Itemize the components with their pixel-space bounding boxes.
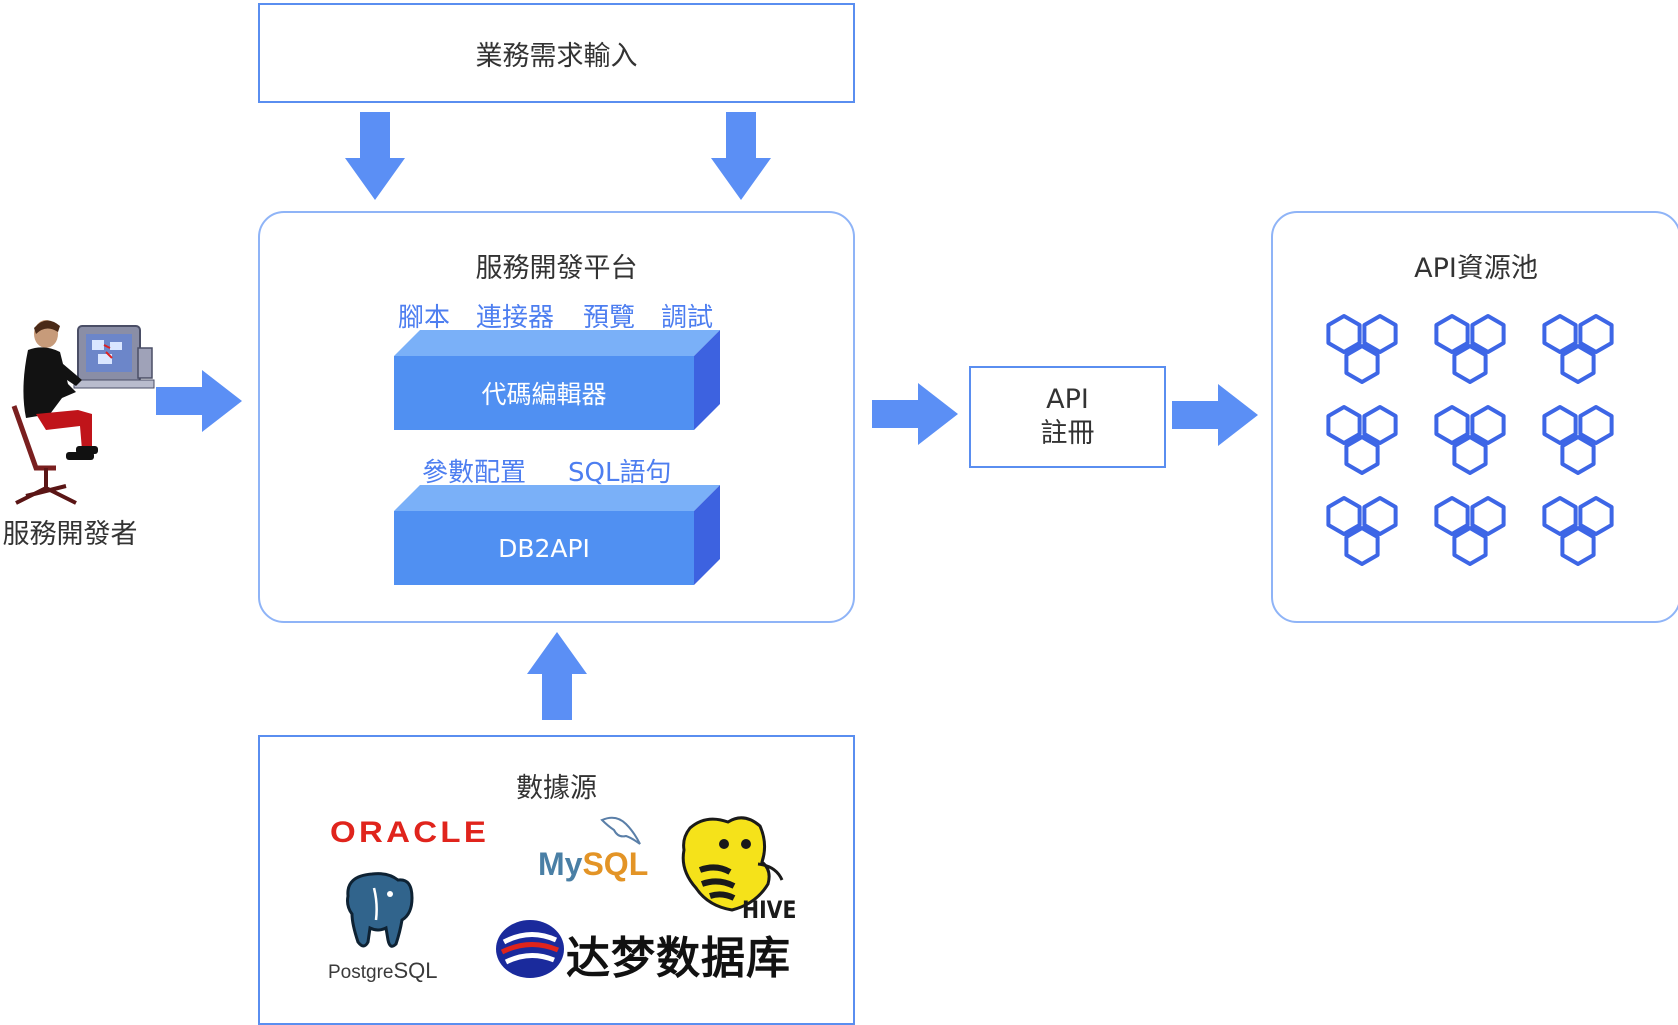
- oracle-logo: ORACLE: [330, 816, 490, 849]
- hexagon-cluster-icon: [1542, 405, 1614, 475]
- datasource-title-wrap: 數據源: [258, 766, 855, 805]
- business-input-box: 業務需求輸入: [258, 3, 855, 103]
- feature-params: 參數配置: [422, 458, 527, 488]
- api-registration-line1: API: [1046, 384, 1089, 415]
- postgresql-text-b: SQL: [393, 958, 438, 983]
- api-pool-icon-grid: [1322, 314, 1652, 584]
- platform-title: 服務開發平台: [475, 253, 638, 284]
- hexagon-cluster-icon: [1434, 496, 1506, 566]
- api-registration-line2: 註冊: [1040, 418, 1095, 449]
- api-registration-box: API 註冊: [969, 366, 1166, 468]
- dameng-logo-icon: [496, 920, 564, 978]
- hive-logo-text: HIVE: [742, 896, 797, 924]
- arrow-down-left: [345, 112, 405, 200]
- arrow-right-registration: [1172, 384, 1258, 446]
- code-editor-label: 代碼編輯器: [481, 380, 607, 409]
- feature-preview: 預覽: [583, 303, 636, 333]
- hexagon-cluster-icon: [1434, 405, 1506, 475]
- dameng-logo-text: 达梦数据库: [566, 933, 791, 984]
- arrow-right-developer: [156, 370, 242, 432]
- arrow-down-right: [711, 112, 771, 200]
- hexagon-cluster-icon: [1326, 405, 1398, 475]
- datasource-title: 數據源: [516, 773, 597, 804]
- feature-script: 腳本: [398, 303, 451, 333]
- hexagon-cluster-icon: [1542, 314, 1614, 384]
- db2api-label: DB2API: [498, 533, 590, 563]
- mysql-my-text: My: [538, 846, 583, 882]
- arrow-right-platform: [872, 383, 958, 445]
- postgresql-logo-text: PostgreSQL: [328, 958, 438, 984]
- mysql-logo: MySQL: [538, 846, 648, 883]
- hexagon-cluster-icon: [1326, 314, 1398, 384]
- db2api-slab: [394, 485, 720, 585]
- feature-debug: 調試: [661, 303, 714, 333]
- hexagon-cluster-icon: [1434, 314, 1506, 384]
- api-pool-title-wrap: API資源池: [1271, 246, 1678, 285]
- mysql-sql-text: SQL: [582, 846, 649, 882]
- developer-label: 服務開發者: [2, 519, 138, 550]
- platform-title-wrap: 服務開發平台: [258, 246, 855, 285]
- business-input-label: 業務需求輸入: [475, 40, 638, 72]
- hexagon-cluster-icon: [1542, 496, 1614, 566]
- mysql-dolphin-icon: [600, 816, 641, 845]
- postgresql-text-a: Postgre: [328, 962, 394, 983]
- postgresql-elephant-icon: [346, 872, 414, 948]
- api-pool-title: API資源池: [1414, 253, 1538, 284]
- developer-at-computer-icon: [11, 320, 155, 505]
- code-editor-slab: [394, 330, 720, 430]
- hive-logo-icon: [681, 816, 784, 912]
- feature-connector: 連接器: [476, 303, 555, 333]
- developer-label-wrap: 服務開發者: [0, 512, 140, 551]
- feature-sql: SQL語句: [568, 458, 672, 488]
- arrow-up-datasource: [527, 632, 587, 720]
- hexagon-cluster-icon: [1326, 496, 1398, 566]
